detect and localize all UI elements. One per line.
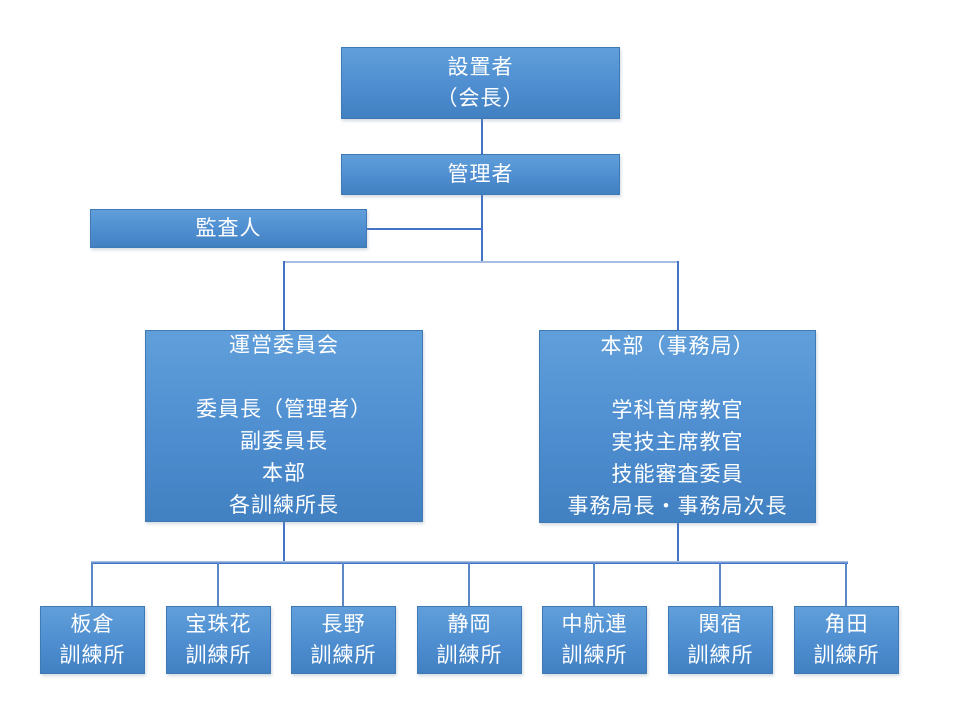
training-center-box-shizuoka: 静岡 訓練所: [417, 606, 522, 674]
committee-box: 運営委員会 委員長（管理者） 副委員長 本部 各訓練所長: [145, 330, 423, 522]
connector-lower-branch: [91, 561, 848, 564]
connector-upper-branch: [283, 261, 679, 263]
connector-drop-nagano: [342, 563, 344, 606]
training-center-box-hoshubana: 宝珠花 訓練所: [166, 606, 271, 674]
training-center-box-itakura: 板倉 訓練所: [40, 606, 145, 674]
connector-drop-sekiyado: [719, 563, 721, 606]
training-center-box-nagano: 長野 訓練所: [291, 606, 396, 674]
headquarters-box: 本部（事務局） 学科首席教官 実技主席教官 技能審査委員 事務局長・事務局次長: [539, 330, 816, 523]
connector-drop-chukoren: [593, 563, 595, 606]
connector-founder-to-manager: [481, 119, 483, 155]
connector-branch-to-headquarters: [677, 261, 679, 330]
connector-auditor-to-trunk: [367, 228, 483, 230]
training-center-box-chukoren: 中航連 訓練所: [542, 606, 647, 674]
connector-headquarters-down: [677, 523, 679, 563]
manager-box: 管理者: [341, 154, 620, 195]
connector-drop-shizuoka: [468, 563, 470, 606]
founder-box: 設置者 （会長）: [341, 47, 620, 119]
training-center-box-kakuda: 角田 訓練所: [794, 606, 899, 674]
connector-committee-down: [283, 522, 285, 563]
connector-drop-hoshubana: [217, 563, 219, 606]
connector-drop-kakuda: [845, 563, 847, 606]
connector-drop-itakura: [91, 563, 93, 606]
training-center-box-sekiyado: 関宿 訓練所: [668, 606, 773, 674]
connector-branch-to-committee: [283, 261, 285, 330]
auditor-box: 監査人: [90, 209, 367, 248]
